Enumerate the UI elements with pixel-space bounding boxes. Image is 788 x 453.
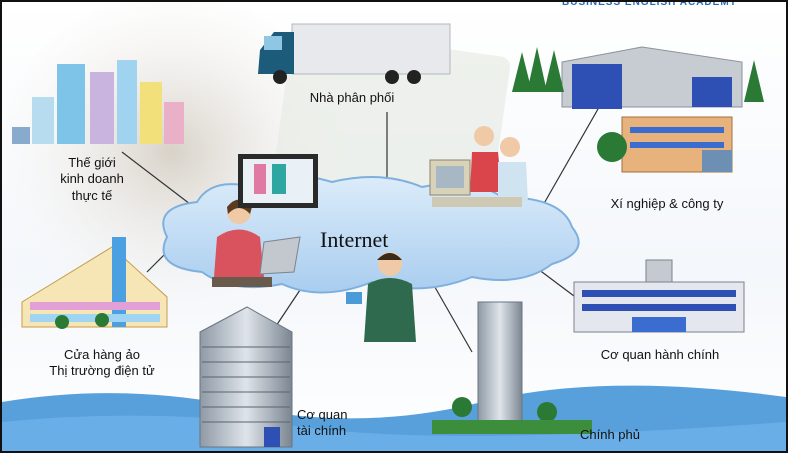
- administrative-building-icon: [573, 259, 745, 333]
- truck-icon: [258, 23, 451, 84]
- office-workers-icon: [429, 126, 528, 207]
- administrative-agency-label: Cơ quan hành chính: [600, 347, 720, 362]
- business-world-label: Thế giới kinh doanh thực tế: [60, 155, 124, 203]
- city-skyline-icon: [12, 60, 184, 144]
- internet-label: Internet: [320, 227, 389, 252]
- government-label: Chính phủ: [580, 427, 640, 442]
- finance-tower-icon: [199, 306, 293, 448]
- shop-monitor-icon: [238, 154, 318, 208]
- distributor-label: Nhà phân phối: [309, 90, 395, 105]
- company-building-icon: [597, 116, 733, 173]
- government-tower-icon: [432, 301, 592, 434]
- shopping-mall-icon: [21, 237, 168, 329]
- water-highlight: [2, 415, 786, 451]
- financial-agency-label: Cơ quan tài chính: [297, 407, 348, 439]
- factory-icon: [512, 46, 764, 109]
- businessman-phone-icon: [346, 252, 416, 342]
- virtual-store-label: Cửa hàng ảo Thị trường điện tử: [49, 347, 155, 379]
- enterprise-label: Xí nghiệp & công ty: [610, 196, 724, 211]
- brand-watermark: BUSINESS ENGLISH ACADEMY: [562, 0, 738, 8]
